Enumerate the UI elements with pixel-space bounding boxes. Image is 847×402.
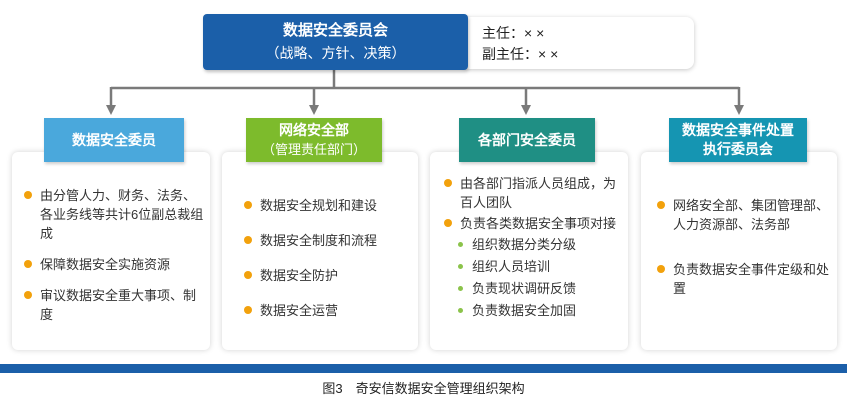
list-item: 由分管人力、财务、法务、各业务线等共计6位副总裁组成 — [22, 186, 204, 243]
head-title: 网络安全部 — [279, 122, 349, 138]
list-item: 保障数据安全实施资源 — [22, 255, 204, 274]
list-item: 数据安全防护 — [242, 266, 414, 285]
panel-department-members: 由各部门指派人员组成，为百人团队 负责各类数据安全事项对接 组织数据分类分级 组… — [430, 152, 628, 350]
committee-title: 数据安全委员会 — [282, 22, 388, 39]
head-title: 各部门安全委员 — [478, 131, 576, 148]
head-members: 数据安全委员 — [44, 118, 184, 162]
chair-box: 主任：× × 副主任：× × — [462, 17, 694, 69]
list-item: 数据安全运营 — [242, 301, 414, 320]
list-item: 负责数据安全事件定级和处置 — [655, 260, 831, 298]
head-title: 数据安全委员 — [72, 131, 156, 148]
sub-list-item: 负责现状调研反馈 — [454, 279, 622, 298]
committee-box: 数据安全委员会 （战略、方针、决策） — [203, 14, 468, 70]
head-subtitle: 执行委员会 — [703, 141, 773, 157]
list-item: 网络安全部、集团管理部、人力资源部、法务部 — [655, 196, 831, 234]
committee-subtitle: （战略、方针、决策） — [265, 45, 406, 61]
head-subtitle: （管理责任部门） — [261, 142, 366, 157]
list-item: 负责各类数据安全事项对接 — [442, 214, 622, 233]
figure-caption: 图3 奇安信数据安全管理组织架构 — [322, 381, 525, 396]
sub-list-item: 负责数据安全加固 — [454, 301, 622, 320]
panel-network-security: 数据安全规划和建设 数据安全制度和流程 数据安全防护 数据安全运营 — [222, 152, 418, 350]
head-department-members: 各部门安全委员 — [459, 118, 595, 162]
sub-list-item: 组织数据分类分级 — [454, 235, 622, 254]
head-title: 数据安全事件处置 — [682, 122, 794, 138]
panel-incident-committee: 网络安全部、集团管理部、人力资源部、法务部 负责数据安全事件定级和处置 — [641, 152, 837, 350]
chair-text: 主任：× × — [482, 25, 545, 41]
vice-chair-text: 副主任：× × — [482, 46, 559, 62]
head-incident-committee: 数据安全事件处置 执行委员会 — [669, 118, 807, 162]
list-item: 数据安全制度和流程 — [242, 231, 414, 250]
head-network-security: 网络安全部 （管理责任部门） — [246, 118, 382, 162]
panel-members: 由分管人力、财务、法务、各业务线等共计6位副总裁组成 保障数据安全实施资源 审议… — [12, 152, 210, 350]
bottom-bar — [0, 364, 847, 373]
list-item: 由各部门指派人员组成，为百人团队 — [442, 174, 622, 212]
list-item: 数据安全规划和建设 — [242, 196, 414, 215]
list-item: 审议数据安全重大事项、制度 — [22, 286, 204, 324]
sub-list-item: 组织人员培训 — [454, 257, 622, 276]
